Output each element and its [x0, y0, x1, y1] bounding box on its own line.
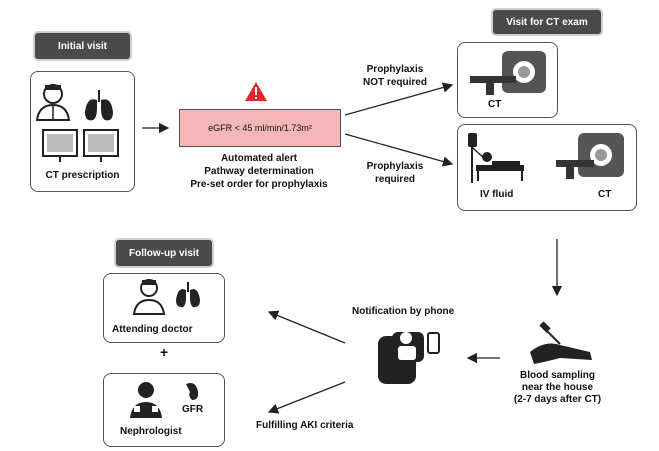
egfr-criterion: eGFR < 45 ml/min/1.73m² [208, 123, 312, 133]
gfr-label: GFR [182, 404, 204, 415]
ct-scanner-icon [470, 51, 546, 95]
lungs-icon-2 [176, 282, 200, 308]
no-prophylaxis-label: Prophylaxis NOT required [350, 63, 440, 89]
blood-sampling-label: Blood sampling near the house (2-7 days … [500, 370, 615, 406]
followup-tag: Follow-up visit [116, 240, 212, 266]
initial-visit-box: CT prescription [30, 71, 135, 192]
ct-after-iv-label: CT [598, 189, 612, 200]
ct-only-box: CT [457, 42, 558, 118]
alert-line-preset: Pre-set order for prophylaxis [190, 179, 328, 190]
ct-prescription-label: CT prescription [45, 170, 120, 181]
arrow-notification-to-nephrologist [267, 381, 346, 414]
monitors-icon [42, 129, 119, 162]
no-prophylaxis-line2: NOT required [363, 77, 427, 88]
blood-line2: near the house [521, 382, 594, 393]
alert-line-automated: Automated alert [220, 153, 298, 164]
ct-visit-tag-label: Visit for CT exam [506, 16, 588, 28]
blood-line3: (2-7 days after CT) [513, 394, 602, 405]
attending-doctor-icon [132, 279, 166, 315]
nephrologist-icon [130, 382, 162, 418]
initial-visit-tag-label: Initial visit [58, 40, 107, 52]
blood-line1: Blood sampling [520, 370, 595, 381]
doctor-icon [35, 84, 71, 121]
prophylaxis-line2: required [374, 174, 415, 185]
initial-visit-tag: Initial visit [35, 33, 130, 59]
ct-scanner-icon-2 [556, 133, 624, 179]
kidney-icon [186, 383, 199, 400]
followup-tag-label: Follow-up visit [129, 247, 199, 259]
aki-criteria-label: Fulfilling AKI criteria [256, 420, 354, 431]
arrow-alert-to-no-prophylaxis [344, 82, 454, 116]
plus-sign: + [160, 344, 169, 360]
nephrologist-box: GFR Nephrologist [103, 373, 225, 447]
iv-fluid-label: IV fluid [480, 189, 514, 200]
ct-only-label: CT [488, 99, 502, 110]
lungs-icon [85, 90, 113, 121]
alert-line-pathway: Pathway determination [204, 166, 314, 177]
prophylaxis-label: Prophylaxis required [350, 160, 440, 186]
notification-label: Notification by phone [352, 306, 455, 317]
attending-box: Attending doctor [103, 273, 225, 343]
arrow-notification-to-attending [267, 310, 346, 344]
egfr-alert-box: eGFR < 45 ml/min/1.73m² [179, 109, 341, 147]
attending-doctor-label: Attending doctor [112, 324, 193, 335]
no-prophylaxis-line1: Prophylaxis [366, 64, 424, 75]
alert-description: Automated alert Pathway determination Pr… [179, 152, 339, 191]
iv-ct-box: IV fluid CT [457, 124, 637, 211]
ct-visit-tag: Visit for CT exam [493, 10, 601, 34]
arrow-alert-to-prophylaxis [344, 133, 454, 167]
prophylaxis-line1: Prophylaxis [366, 161, 424, 172]
iv-bed-icon [468, 133, 524, 183]
nephrologist-label: Nephrologist [120, 426, 182, 437]
